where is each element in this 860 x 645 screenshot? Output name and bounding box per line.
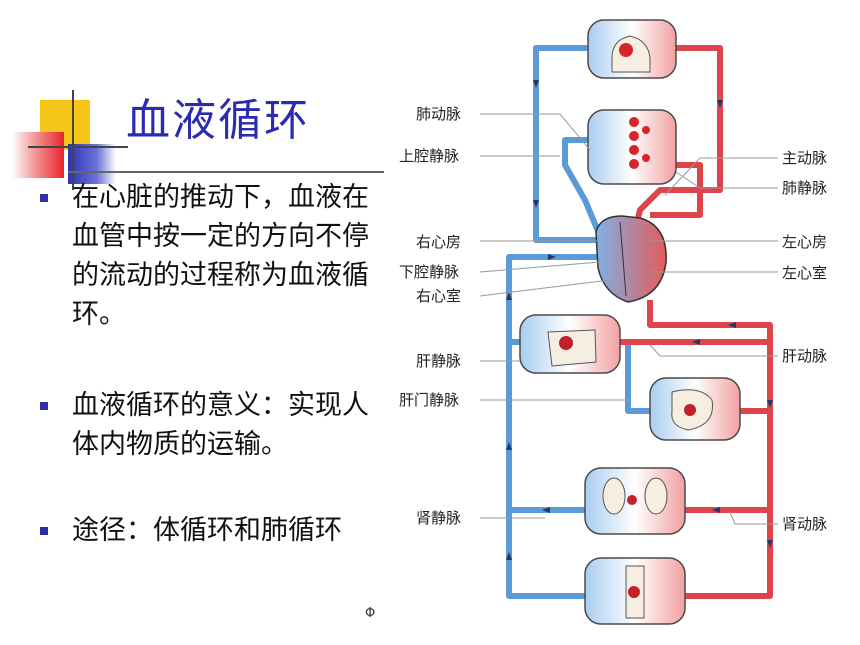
label-inferior-vena-cava: 下腔静脉 (399, 263, 459, 281)
label-superior-vena-cava: 上腔静脉 (399, 147, 459, 165)
bullet-marker (40, 402, 48, 410)
diagram-labels: 肺动脉 上腔静脉 右心房 下腔静脉 右心室 肝静脉 肝门静脉 肾静脉 主动脉 肺… (399, 105, 827, 533)
bullet-item-definition: 在心脏的推动下，血液在血管中按一定的方向不停的流动的过程称为血液循环。 (38, 178, 383, 334)
slide-title: 血液循环 (126, 95, 310, 146)
pulmonary-artery-path (562, 137, 615, 267)
label-hepatic-vein: 肝静脉 (416, 352, 461, 370)
hepatic-portal-vein-path (625, 342, 650, 414)
leader-lines (479, 113, 778, 525)
arrow-up-icon (506, 442, 512, 450)
arrow-down-icon (533, 80, 539, 88)
label-aorta: 主动脉 (782, 149, 827, 167)
deco-hline (28, 146, 128, 148)
label-left-atrium: 左心房 (782, 233, 827, 251)
deco-blue-square (68, 144, 116, 184)
label-pulmonary-artery: 肺动脉 (416, 105, 461, 123)
arrow-down-icon (717, 100, 723, 108)
descending-aorta-path (647, 300, 773, 599)
bullet-text-meaning: 血液循环的意义：实现人体内物质的运输。 (72, 390, 369, 460)
bullet-item-meaning: 血液循环的意义：实现人体内物质的运输。 (38, 386, 383, 464)
bullet-text-definition: 在心脏的推动下，血液在血管中按一定的方向不停的流动的过程称为血液循环。 (72, 182, 369, 330)
arrow-up-icon (506, 292, 512, 300)
organ-icons (547, 35, 713, 619)
aorta-upper-path (627, 45, 723, 251)
label-renal-vein: 肾静脉 (416, 509, 461, 527)
arrow-left-icon (728, 322, 736, 328)
inferior-vena-cava-path (506, 254, 600, 599)
label-hepatic-artery: 肝动脉 (782, 347, 827, 365)
arrow-up-icon (506, 552, 512, 560)
deco-red-square (12, 132, 64, 178)
liver-icon (547, 329, 597, 367)
arrow-right-icon (548, 254, 556, 260)
arrow-left-icon (542, 507, 550, 513)
arrow-down-icon (767, 400, 773, 408)
bullet-text-pathway: 途径：体循环和肺循环 (72, 515, 342, 546)
bullet-marker (40, 194, 48, 202)
deco-vline (72, 90, 74, 190)
heart-icon (595, 215, 667, 303)
label-pulmonary-vein: 肺静脉 (782, 179, 827, 197)
bullet-marker (40, 527, 48, 535)
arrow-down-icon (767, 540, 773, 548)
label-right-ventricle: 右心室 (416, 287, 461, 305)
flow-arrows (506, 80, 773, 560)
label-left-ventricle: 左心室 (782, 264, 827, 282)
label-hepatic-portal-vein: 肝门静脉 (399, 391, 459, 409)
superior-vena-cava-path (533, 45, 600, 243)
arrow-left-icon (692, 339, 700, 345)
pulmonary-vein-path (650, 162, 703, 218)
lungs-icon (629, 117, 650, 169)
title-rule (68, 171, 384, 173)
arrow-left-icon (712, 507, 720, 513)
kidney-left-icon (602, 477, 626, 515)
kidney-right-icon (644, 477, 668, 515)
bullet-item-pathway: 途径：体循环和肺循环 (38, 511, 383, 550)
arrow-down-icon (533, 200, 539, 208)
bullet-list: 在心脏的推动下，血液在血管中按一定的方向不停的流动的过程称为血液循环。 血液循环… (38, 178, 383, 550)
label-renal-artery: 肾动脉 (782, 515, 827, 533)
label-right-atrium: 右心房 (416, 233, 461, 251)
footnote-symbol: Φ (365, 606, 376, 621)
